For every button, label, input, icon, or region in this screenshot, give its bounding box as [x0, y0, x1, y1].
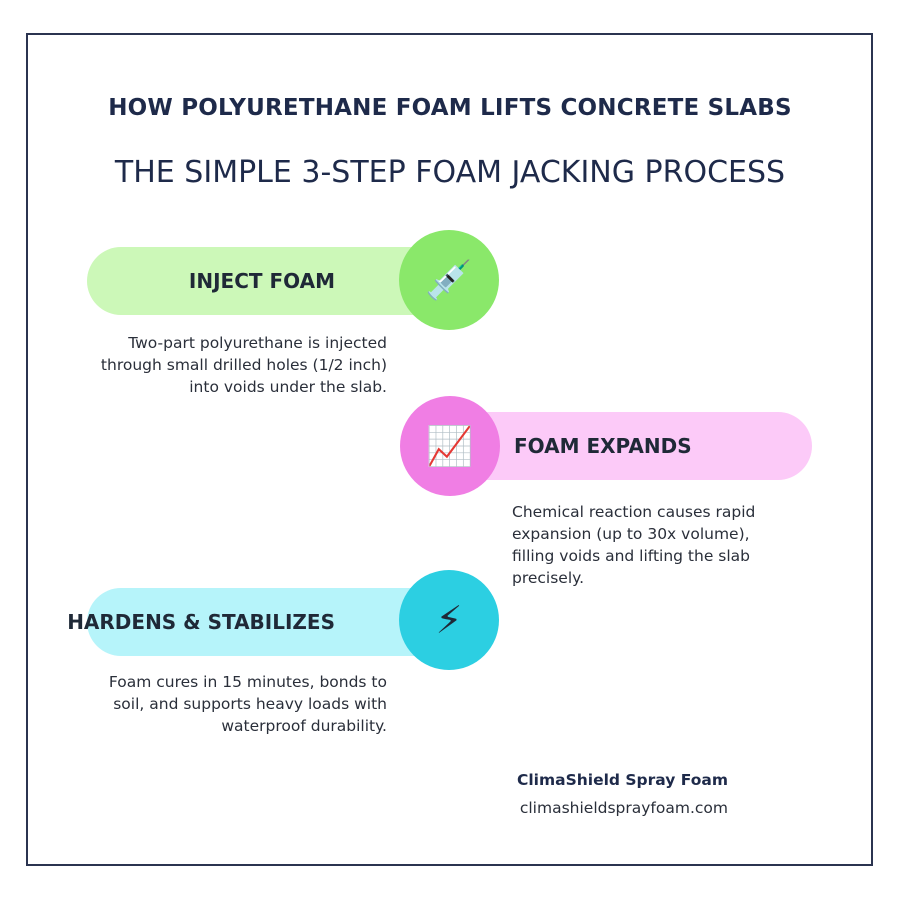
step-3-pill: HARDENS & STABILIZES: [67, 588, 447, 656]
lightning-icon: ⚡: [435, 598, 463, 642]
page-subtitle: THE SIMPLE 3-STEP FOAM JACKING PROCESS: [114, 155, 786, 190]
step-2-circle: 📈: [400, 396, 500, 496]
step-1-circle: 💉: [399, 230, 499, 330]
step-1-pill: INJECT FOAM: [87, 247, 447, 315]
company-website[interactable]: climashieldsprayfoam.com: [519, 799, 728, 817]
step-3-description: Foam cures in 15 minutes, bonds to soil,…: [108, 673, 387, 735]
syringe-icon: 💉: [425, 258, 473, 302]
step-3-circle: ⚡: [399, 570, 499, 670]
step-1-description: Two-part polyurethane is injected throug…: [100, 334, 387, 396]
infographic-frame: [26, 33, 873, 866]
chart-increasing-icon: 📈: [426, 424, 474, 468]
step-2-description: Chemical reaction causes rapid expansion…: [512, 503, 756, 587]
page-title: HOW POLYURETHANE FOAM LIFTS CONCRETE SLA…: [108, 95, 792, 121]
step-2-pill: FOAM EXPANDS: [452, 412, 812, 480]
step-1-label: INJECT FOAM: [188, 269, 335, 293]
company-name: ClimaShield Spray Foam: [516, 771, 728, 789]
step-2-label: FOAM EXPANDS: [514, 434, 692, 458]
step-3-label: HARDENS & STABILIZES: [67, 610, 335, 634]
